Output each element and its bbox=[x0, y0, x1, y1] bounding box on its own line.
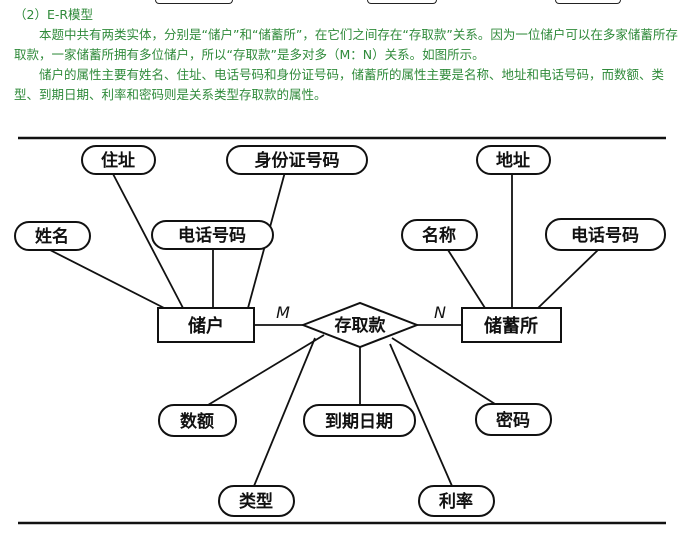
connector-lines bbox=[49, 171, 599, 487]
attr-due-date: 到期日期 bbox=[303, 404, 416, 437]
attr-rate: 利率 bbox=[418, 485, 495, 517]
line-phone-branch bbox=[537, 249, 599, 309]
attr-rate-label: 利率 bbox=[439, 491, 473, 512]
attr-address-oval bbox=[81, 145, 156, 175]
attr-branch-phone-label: 电话号码 bbox=[571, 225, 639, 246]
paragraph-relationship: 本题中共有两类实体，分别是“储户”和“储蓄所”，在它们之间存在“存取款”关系。因… bbox=[14, 27, 678, 62]
attr-id-number-label: 身份证号码 bbox=[255, 150, 340, 171]
relationship-diamond bbox=[300, 301, 420, 349]
attr-name: 姓名 bbox=[14, 221, 91, 251]
line-name-branch bbox=[447, 249, 486, 309]
attr-depositor-phone-label: 电话号码 bbox=[178, 225, 246, 246]
section-heading: （2）E-R模型 bbox=[14, 7, 94, 22]
attr-type-oval bbox=[218, 485, 295, 517]
attr-depositor-phone-oval bbox=[151, 220, 274, 250]
attr-branch-name-label: 名称 bbox=[422, 225, 456, 246]
attr-branch-phone-oval bbox=[545, 218, 666, 251]
line-relationship-rate bbox=[389, 343, 453, 487]
attr-password: 密码 bbox=[475, 403, 552, 436]
paragraph-attributes: 储户的属性主要有姓名、住址、电话号码和身份证号码，储蓄所的属性主要是名称、地址和… bbox=[14, 67, 665, 102]
line-address-depositor bbox=[111, 171, 184, 309]
line-name-depositor bbox=[49, 249, 173, 313]
attr-branch-address: 地址 bbox=[476, 145, 551, 175]
entity-branch: 储蓄所 bbox=[461, 307, 562, 343]
attr-address: 住址 bbox=[81, 145, 156, 175]
attr-branch-name: 名称 bbox=[401, 219, 478, 251]
attr-name-oval bbox=[14, 221, 91, 251]
entity-depositor: 储户 bbox=[157, 307, 255, 343]
attr-amount-oval bbox=[158, 404, 237, 437]
entity-depositor-label: 储户 bbox=[187, 315, 224, 337]
cardinality-n: N bbox=[434, 303, 446, 322]
attr-due-date-oval bbox=[303, 404, 416, 437]
entity-branch-label: 储蓄所 bbox=[483, 315, 538, 337]
description-text: （2）E-R模型 本题中共有两类实体，分别是“储户”和“储蓄所”，在它们之间存在… bbox=[14, 5, 678, 105]
line-relationship-amount bbox=[207, 334, 325, 406]
relationship-label: 存取款 bbox=[335, 315, 387, 336]
entity-depositor-box bbox=[157, 307, 255, 343]
attr-id-number: 身份证号码 bbox=[226, 145, 368, 175]
attr-depositor-phone: 电话号码 bbox=[151, 220, 274, 250]
attr-type: 类型 bbox=[218, 485, 295, 517]
attr-type-label: 类型 bbox=[239, 491, 273, 512]
attr-name-label: 姓名 bbox=[35, 226, 69, 247]
attr-amount: 数额 bbox=[158, 404, 237, 437]
cardinality-m: M bbox=[276, 303, 290, 322]
relationship-deposit-withdraw: 存取款 bbox=[300, 301, 420, 349]
attr-branch-address-label: 地址 bbox=[496, 150, 530, 171]
attr-amount-label: 数额 bbox=[180, 411, 214, 432]
attr-branch-phone: 电话号码 bbox=[545, 218, 666, 251]
entity-branch-box bbox=[461, 307, 562, 343]
line-relationship-password bbox=[391, 337, 496, 405]
attr-id-number-oval bbox=[226, 145, 368, 175]
attr-address-label: 住址 bbox=[101, 150, 135, 171]
attr-rate-oval bbox=[418, 485, 495, 517]
line-relationship-type bbox=[253, 337, 316, 487]
attr-branch-name-oval bbox=[401, 219, 478, 251]
attr-password-oval bbox=[475, 403, 552, 436]
attr-due-date-label: 到期日期 bbox=[325, 412, 393, 432]
attr-password-label: 密码 bbox=[496, 410, 530, 431]
attr-branch-address-oval bbox=[476, 145, 551, 175]
